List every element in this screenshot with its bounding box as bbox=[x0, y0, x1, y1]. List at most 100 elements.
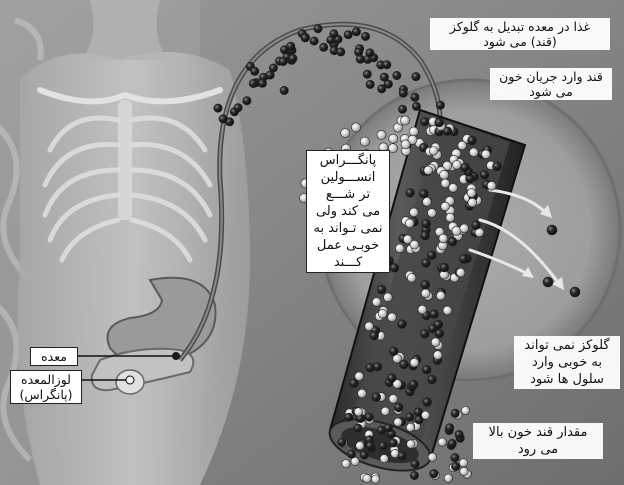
glucose-particle-dark bbox=[338, 438, 346, 446]
glucose-particle-light bbox=[407, 273, 416, 282]
glucose-particle-dark bbox=[289, 54, 297, 62]
glucose-particle-dark bbox=[493, 162, 502, 171]
glucose-particle-dark bbox=[399, 89, 407, 97]
glucose-particle-dark bbox=[430, 310, 439, 319]
glucose-particle-dark bbox=[390, 263, 399, 272]
glucose-particle-dark bbox=[547, 225, 557, 235]
glucose-particle-light bbox=[405, 219, 414, 228]
glucose-particle-dark bbox=[423, 398, 432, 407]
label-glucose-cannot-enter: گلوکز نمی تواند به خوبی وارد سلول ها شود bbox=[514, 336, 620, 389]
glucose-particle-dark bbox=[421, 117, 429, 125]
glucose-particle-light bbox=[377, 130, 386, 139]
glucose-particle-dark bbox=[430, 469, 438, 477]
glucose-particle-dark bbox=[345, 413, 353, 421]
glucose-particle-light bbox=[389, 134, 398, 143]
glucose-particle-dark bbox=[279, 57, 287, 65]
glucose-particle-light bbox=[355, 372, 364, 381]
glucose-particle-dark bbox=[361, 32, 369, 40]
label-stomach: معده bbox=[30, 347, 78, 366]
glucose-particle-dark bbox=[406, 413, 414, 421]
glucose-particle-dark bbox=[412, 72, 420, 80]
glucose-particle-dark bbox=[234, 104, 242, 112]
glucose-particle-dark bbox=[398, 105, 406, 113]
glucose-particle-light bbox=[468, 198, 477, 207]
glucose-particle-dark bbox=[389, 347, 398, 356]
glucose-particle-light bbox=[456, 268, 465, 277]
glucose-particle-dark bbox=[287, 42, 295, 50]
glucose-particle-dark bbox=[451, 453, 459, 461]
glucose-particle-dark bbox=[406, 188, 415, 197]
glucose-particle-dark bbox=[421, 231, 430, 240]
glucose-particle-dark bbox=[420, 189, 429, 198]
glucose-particle-dark bbox=[409, 380, 418, 389]
glucose-particle-light bbox=[401, 116, 410, 125]
glucose-particle-dark bbox=[380, 73, 388, 81]
glucose-particle-light bbox=[351, 123, 360, 132]
glucose-particle-dark bbox=[389, 439, 397, 447]
glucose-particle-light bbox=[421, 289, 430, 298]
glucose-particle-light bbox=[461, 406, 469, 414]
glucose-particle-light bbox=[365, 322, 374, 331]
glucose-particle-dark bbox=[448, 439, 456, 447]
glucose-particle-light bbox=[482, 150, 491, 159]
glucose-particle-dark bbox=[372, 393, 381, 402]
glucose-particle-dark bbox=[461, 163, 470, 172]
glucose-particle-dark bbox=[344, 31, 352, 39]
glucose-particle-light bbox=[431, 338, 440, 347]
glucose-particle-dark bbox=[393, 71, 401, 79]
glucose-particle-dark bbox=[394, 403, 403, 412]
glucose-particle-dark bbox=[219, 115, 227, 123]
glucose-particle-light bbox=[428, 209, 437, 218]
glucose-particle-dark bbox=[370, 331, 379, 340]
glucose-particle-light bbox=[395, 244, 404, 253]
glucose-particle-light bbox=[487, 181, 496, 190]
glucose-particle-light bbox=[378, 309, 387, 318]
glucose-particle-light bbox=[424, 166, 433, 175]
glucose-particle-light bbox=[410, 208, 419, 217]
glucose-particle-dark bbox=[435, 118, 444, 127]
glucose-particle-light bbox=[439, 234, 448, 243]
glucose-particle-light bbox=[354, 408, 362, 416]
glucose-particle-light bbox=[401, 140, 410, 149]
glucose-particle-dark bbox=[366, 49, 374, 57]
glucose-particle-dark bbox=[451, 409, 459, 417]
glucose-particle-dark bbox=[436, 101, 444, 109]
glucose-particle-dark bbox=[468, 136, 477, 145]
glucose-particle-dark bbox=[314, 25, 322, 33]
glucose-particle-dark bbox=[410, 471, 418, 479]
glucose-particle-light bbox=[443, 306, 452, 315]
glucose-particle-dark bbox=[354, 424, 362, 432]
glucose-particle-dark bbox=[446, 424, 454, 432]
glucose-particle-dark bbox=[356, 55, 364, 63]
glucose-particle-dark bbox=[366, 442, 374, 450]
glucose-particle-dark bbox=[320, 43, 328, 51]
glucose-particle-dark bbox=[427, 251, 436, 260]
label-pancreas-insulin: پانگـــراس انســـولین تر شـــع می کند ول… bbox=[306, 150, 390, 273]
glucose-particle-dark bbox=[337, 48, 345, 56]
glucose-particle-light bbox=[351, 457, 359, 465]
glucose-particle-light bbox=[371, 475, 379, 483]
glucose-particle-dark bbox=[411, 93, 419, 101]
human-torso bbox=[18, 0, 251, 485]
glucose-particle-dark bbox=[363, 70, 371, 78]
glucose-particle-dark bbox=[280, 86, 288, 94]
glucose-particle-dark bbox=[543, 277, 553, 287]
glucose-particle-light bbox=[467, 189, 476, 198]
glucose-particle-dark bbox=[451, 462, 459, 470]
glucose-particle-dark bbox=[398, 452, 406, 460]
glucose-particle-dark bbox=[428, 375, 437, 384]
glucose-particle-light bbox=[441, 179, 450, 188]
glucose-particle-light bbox=[418, 305, 427, 314]
glucose-particle-light bbox=[356, 442, 364, 450]
glucose-particle-dark bbox=[455, 430, 463, 438]
glucose-particle-dark bbox=[422, 219, 431, 228]
glucose-particle-light bbox=[452, 160, 461, 169]
glucose-particle-dark bbox=[414, 408, 422, 416]
glucose-particle-dark bbox=[366, 80, 374, 88]
glucose-particle-light bbox=[341, 129, 350, 138]
label-pancreas: لوزالمعده (پانگراس) bbox=[10, 370, 82, 404]
glucose-particle-light bbox=[440, 170, 449, 179]
glucose-particle-dark bbox=[377, 285, 386, 294]
glucose-particle-light bbox=[429, 147, 438, 156]
glucose-particle-dark bbox=[366, 363, 375, 372]
